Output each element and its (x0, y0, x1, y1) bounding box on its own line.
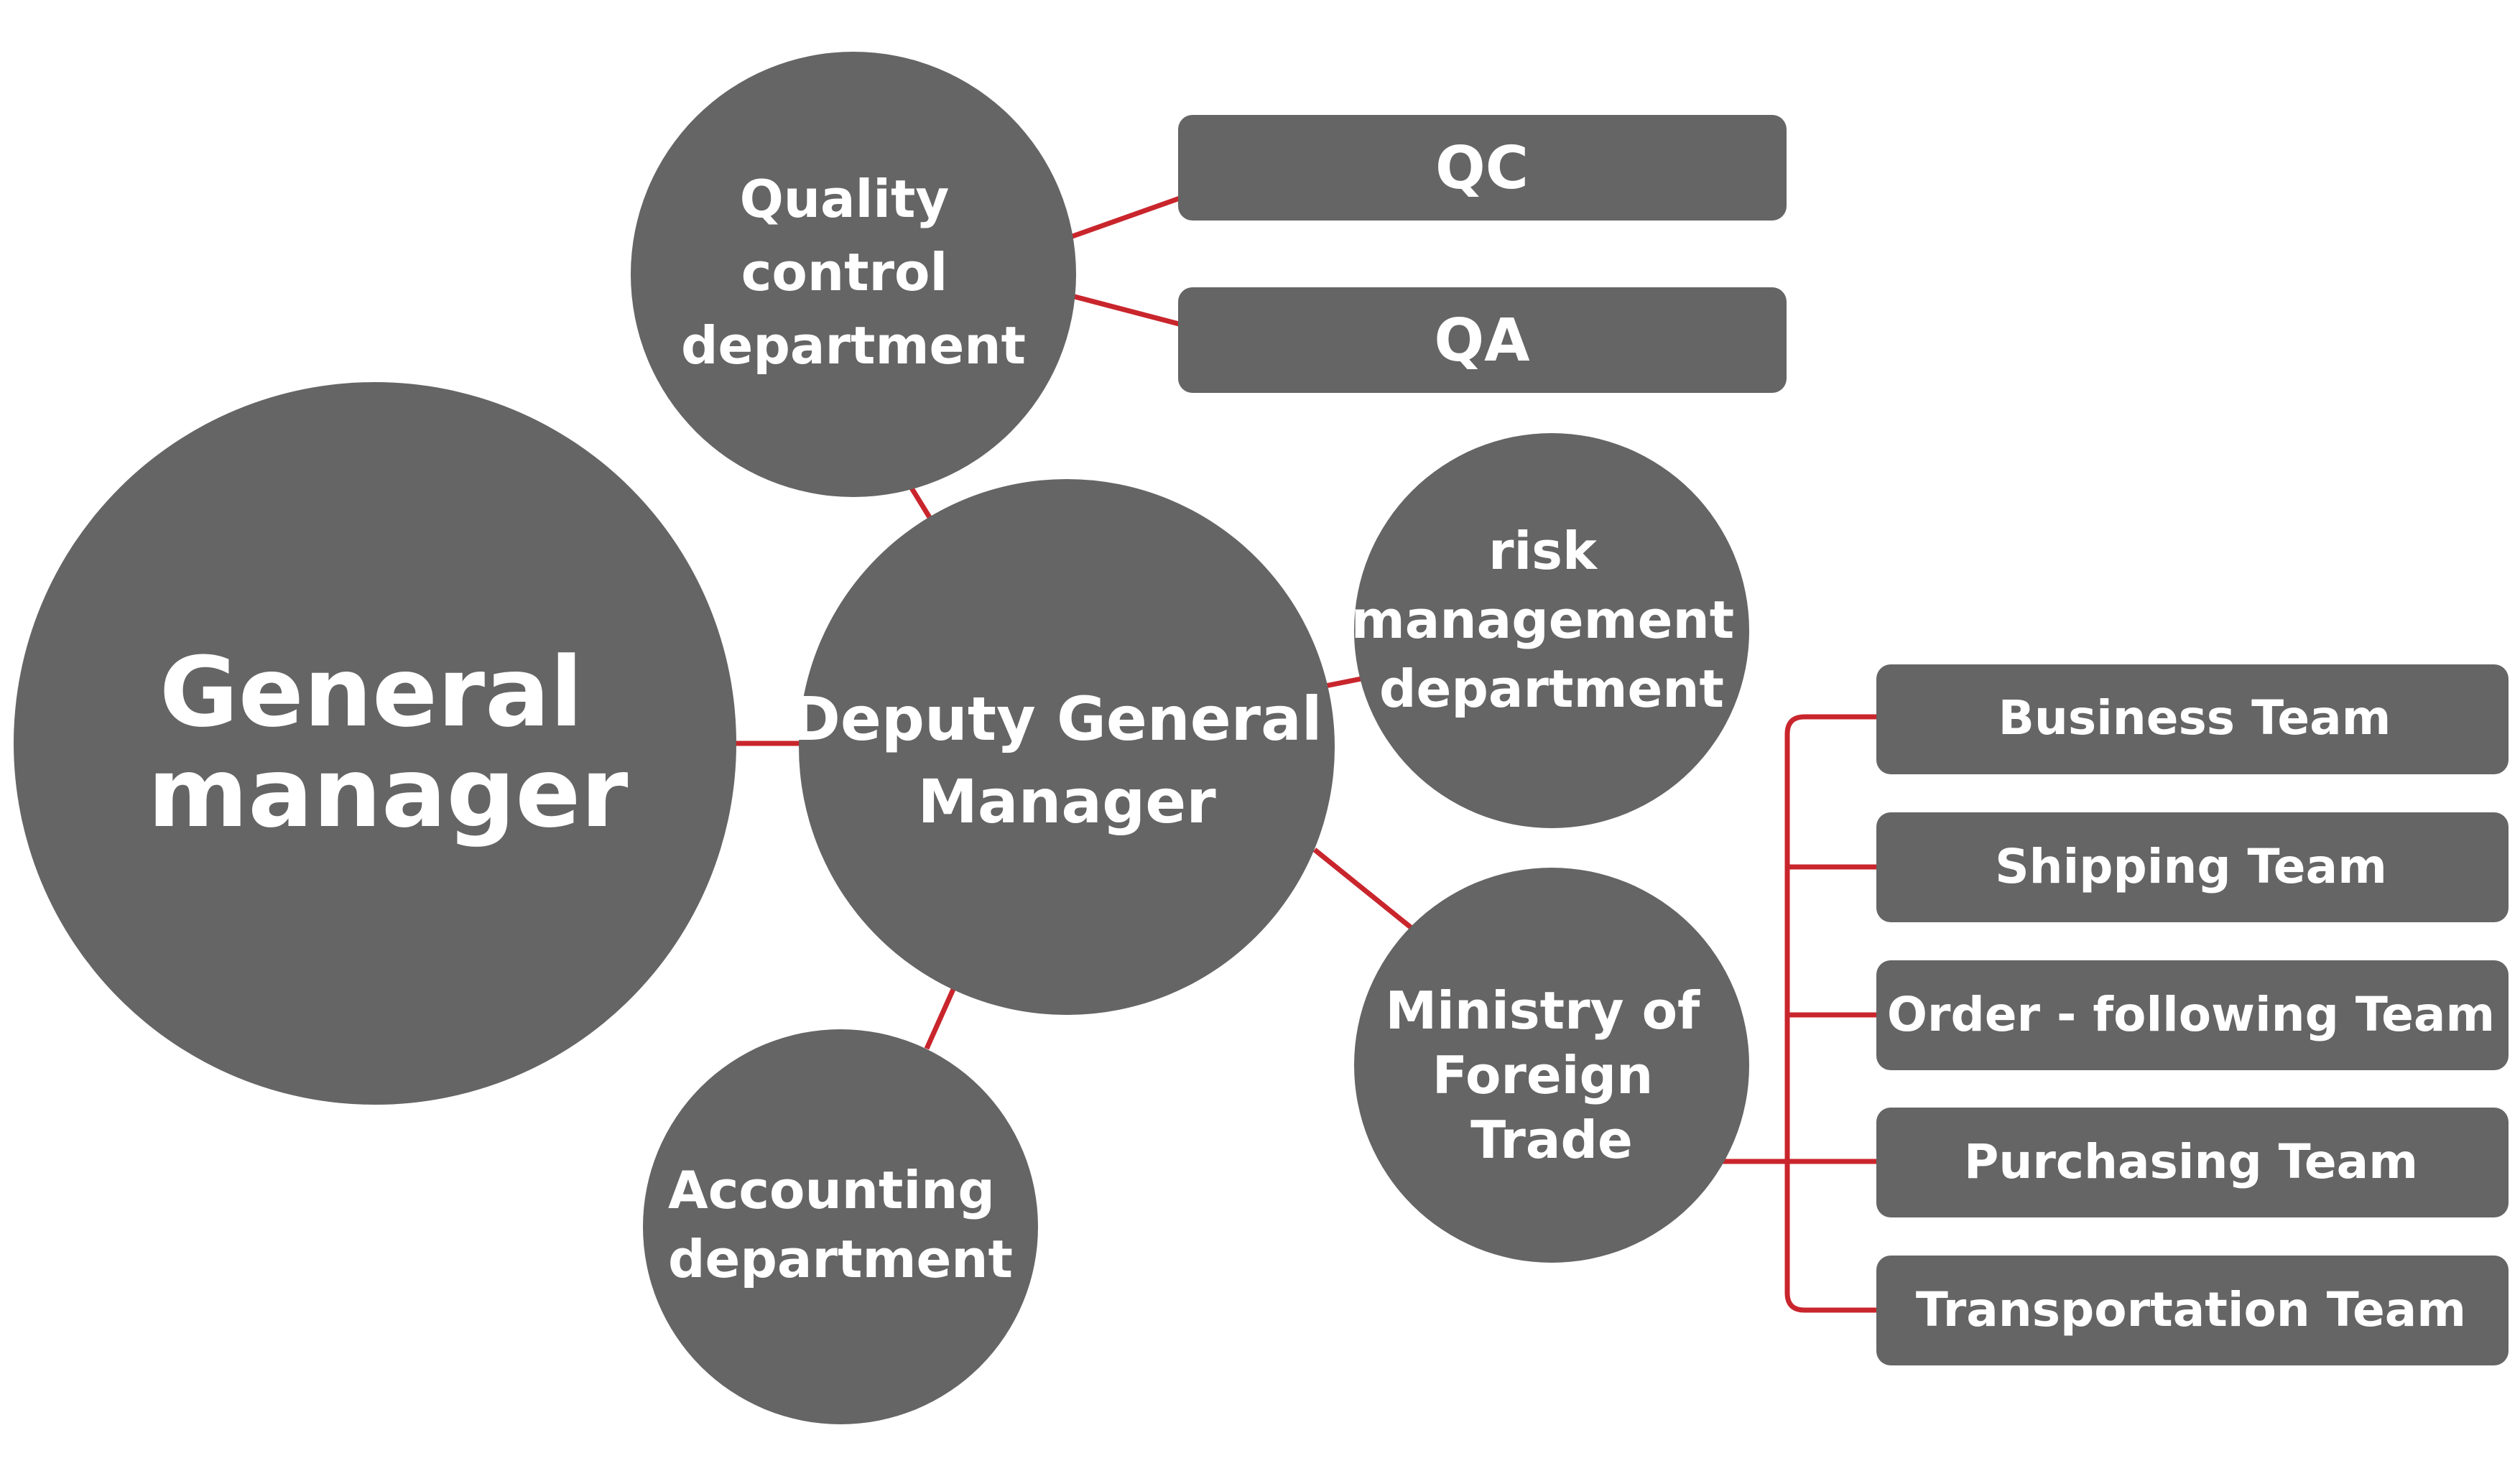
transportation-team-label: Transportation Team (1916, 1282, 2466, 1337)
general-manager-node: General manager (14, 382, 736, 1105)
connector-deputy-to-risk (1325, 676, 1362, 689)
ministry-of-foreign-trade-label: Ministry of Foreign Trade (1386, 980, 1718, 1170)
accounting-department-label: Accounting department (668, 1160, 1013, 1289)
deputy-general-manager-label: Deputy General Manager (790, 684, 1343, 837)
order-following-team-box: Order - following Team (1876, 960, 2509, 1070)
connector-deputy-to-accounting (924, 986, 957, 1050)
connector-quality-to-qc (1069, 195, 1183, 240)
qc-box-label: QC (1435, 134, 1529, 203)
business-team-label: Business Team (1998, 690, 2391, 746)
purchasing-team-box: Purchasing Team (1876, 1108, 2509, 1217)
connector-deputy-to-trade (1312, 848, 1414, 930)
risk-management-department-label: risk management department (1351, 521, 1752, 719)
order-following-team-label: Order - following Team (1887, 987, 2495, 1042)
qc-box: QC (1178, 115, 1787, 221)
qa-box-label: QA (1434, 307, 1530, 375)
shipping-team-label: Shipping Team (1995, 839, 2387, 894)
qa-box: QA (1178, 287, 1787, 393)
quality-control-department-node: Quality control department (631, 52, 1076, 497)
general-manager-label: General manager (148, 636, 629, 849)
shipping-team-box: Shipping Team (1876, 812, 2509, 922)
quality-control-department-label: Quality control department (681, 169, 1026, 376)
business-team-box: Business Team (1876, 664, 2509, 774)
connector-quality-to-qa (1071, 293, 1182, 328)
risk-management-department-node: risk management department (1351, 433, 1752, 828)
accounting-department-node: Accounting department (643, 1029, 1038, 1424)
ministry-of-foreign-trade-node: Ministry of Foreign Trade (1354, 868, 1749, 1263)
deputy-general-manager-node: Deputy General Manager (790, 479, 1343, 1015)
connectors (733, 195, 1881, 1313)
transportation-team-box: Transportation Team (1876, 1256, 2509, 1365)
purchasing-team-label: Purchasing Team (1964, 1134, 2418, 1189)
